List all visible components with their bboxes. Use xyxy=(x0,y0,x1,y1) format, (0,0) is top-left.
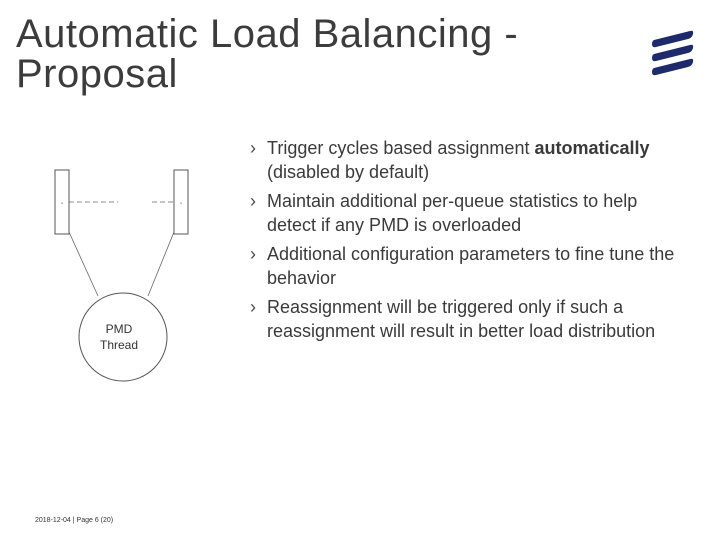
footer-date: 2018-12-04 xyxy=(35,517,71,524)
bullet-item: › Reassignment will be triggered only if … xyxy=(250,295,690,343)
bullet-chevron-icon: › xyxy=(250,244,256,264)
bullet-item: › Trigger cycles based assignment automat… xyxy=(250,136,690,184)
connector-left xyxy=(68,231,99,297)
ericsson-logo-icon xyxy=(652,30,694,76)
bullet-item: › Additional configuration parameters to … xyxy=(250,242,690,290)
footer-page-number: Page 6 (20) xyxy=(76,517,114,524)
slide-title: Automatic Load Balancing - Proposal xyxy=(16,14,626,94)
pmd-label: PMD xyxy=(106,322,133,336)
slide-title-line-2: Proposal xyxy=(16,52,178,96)
bullet-text: Maintain additional per-queue statistics… xyxy=(267,191,638,235)
left-rx-label: rx xyxy=(61,201,64,205)
bullet-chevron-icon: › xyxy=(250,191,256,211)
thread-label: Thread xyxy=(100,338,138,352)
bullet-list: › Trigger cycles based assignment automat… xyxy=(250,136,690,348)
slide-title-line-1: Automatic Load Balancing - xyxy=(16,12,519,56)
bullet-item: › Maintain additional per-queue statistic… xyxy=(250,189,690,237)
footer-separator: | xyxy=(72,517,75,524)
slide-footer: 2018-12-04 | Page 6 (20) xyxy=(35,517,113,524)
right-rx-queue-box xyxy=(173,169,189,235)
pmd-thread-circle xyxy=(78,292,168,382)
bullet-text: (disabled by default) xyxy=(267,162,430,182)
bullet-bold-text: automatically xyxy=(534,138,650,158)
bullet-text: Reassignment will be triggered only if s… xyxy=(267,297,656,341)
connector-right xyxy=(147,231,175,297)
bullet-text: Additional configuration parameters to f… xyxy=(267,244,675,288)
bullet-chevron-icon: › xyxy=(250,297,256,317)
pmd-thread-diagram: rx rx PMD Thread xyxy=(54,169,189,382)
bullet-text: Trigger cycles based assignment xyxy=(267,138,535,158)
right-rx-label: rx xyxy=(180,201,183,205)
bullet-chevron-icon: › xyxy=(250,138,256,158)
